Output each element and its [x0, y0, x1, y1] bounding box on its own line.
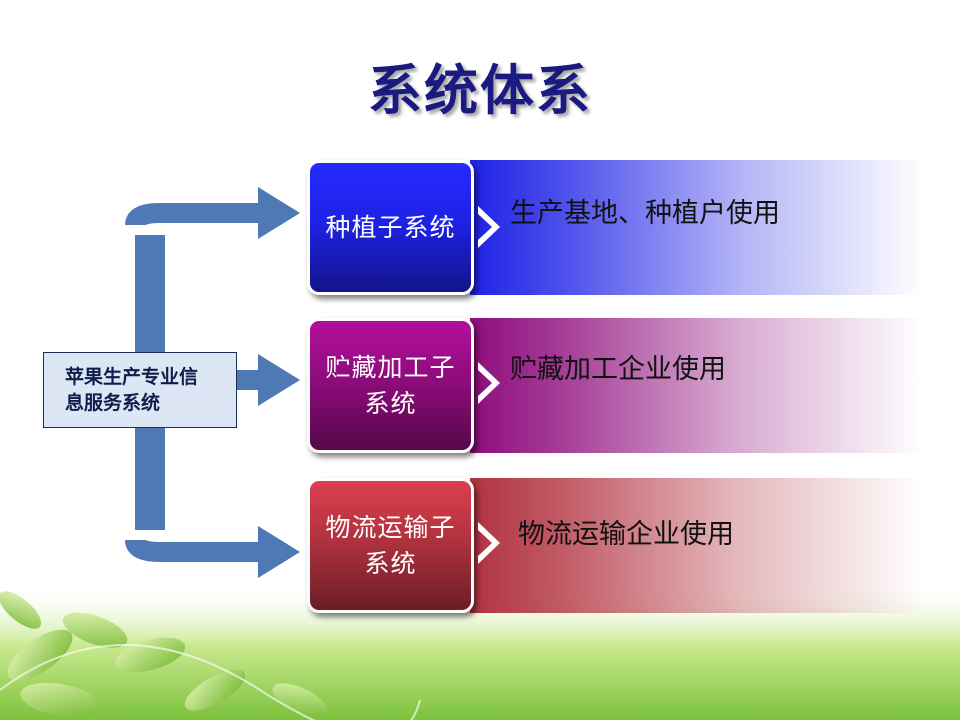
vine-curve: [0, 644, 421, 720]
band-1: [470, 160, 925, 295]
subsystem-box-storage: 贮藏加工子系统: [307, 318, 474, 453]
leaf-shape: [7, 629, 73, 681]
subsystem-label: 物流运输子系统: [325, 512, 456, 578]
bottom-branch-line: [125, 538, 262, 562]
arrow-head-top: [258, 187, 300, 239]
subsystem-box-planting: 种植子系统: [307, 160, 474, 295]
subsystem-label: 种植子系统: [325, 212, 456, 242]
chevron-right-icon: [478, 522, 500, 564]
arrow-head-middle: [258, 354, 300, 406]
leaf-shape: [20, 682, 100, 718]
subsystem-description-planting: 生产基地、种植户使用: [510, 198, 780, 229]
leaf-shape: [184, 669, 246, 711]
chevron-right-icon: [478, 206, 500, 248]
subsystem-description-logistics: 物流运输企业使用: [518, 519, 734, 550]
leaf-shape: [62, 612, 128, 648]
leaf-shape: [115, 637, 185, 673]
page-title: 系统体系: [368, 59, 592, 122]
chevron-right-icon: [478, 362, 500, 404]
band-2: [470, 318, 925, 453]
subsystem-description-storage: 贮藏加工企业使用: [510, 354, 726, 385]
arrow-head-bottom: [258, 526, 300, 578]
source-system-box: 苹果生产专业信息服务系统: [43, 352, 237, 428]
band-3: [470, 478, 925, 613]
leaf-shape: [0, 591, 42, 629]
leaf-cluster: [0, 591, 421, 720]
leaf-shape: [272, 683, 328, 717]
source-system-label: 苹果生产专业信息服务系统: [65, 366, 199, 414]
subsystem-label: 贮藏加工子系统: [325, 352, 456, 418]
top-branch-line: [125, 203, 262, 227]
subsystem-box-logistics: 物流运输子系统: [307, 478, 474, 613]
